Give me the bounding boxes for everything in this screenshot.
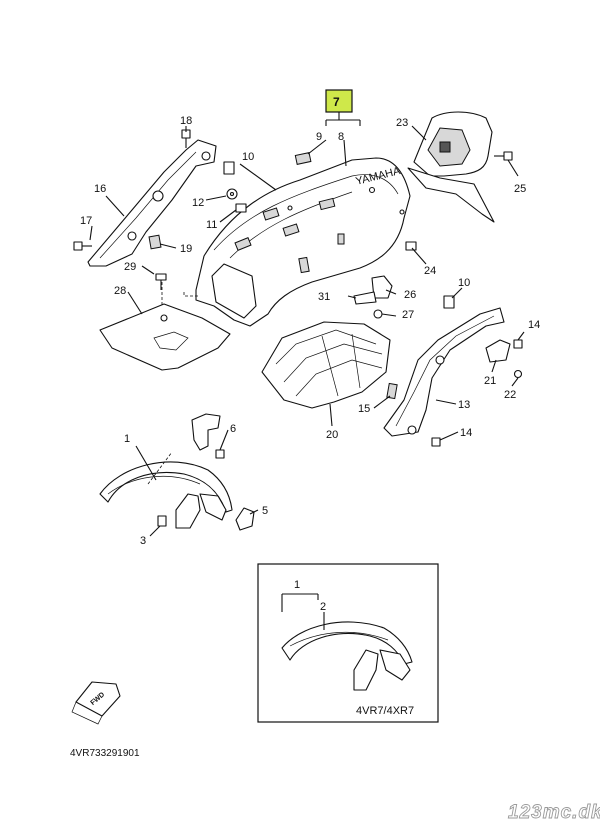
taillight-assembly [407, 111, 495, 223]
emblem-pad [294, 152, 312, 165]
callout-9: 9 [316, 131, 322, 143]
inset-callout-2: 2 [320, 601, 326, 613]
inset-model-label: 4VR7/4XR7 [356, 705, 414, 717]
callout-12: 12 [192, 197, 204, 209]
callout-3: 3 [140, 535, 146, 547]
callout-25: 24 [424, 265, 436, 277]
callout-1: 1 [124, 433, 130, 445]
callout-15: 14 [528, 319, 540, 331]
rear-fender-assembly: YAMAHA [195, 157, 411, 327]
callout-13: 13 [458, 399, 470, 411]
leader-lines [89, 125, 525, 537]
inset-alternative-fender: 1 2 4VR7/4XR7 [257, 563, 439, 723]
callout-label-7: 7 [333, 95, 340, 109]
callout-29: 28 [114, 285, 126, 297]
rear-fender-stay-right [383, 307, 505, 437]
callout-18: 17 [80, 215, 92, 227]
callout-7-highlight[interactable]: 7 [325, 89, 353, 113]
callout-10-right: 10 [458, 277, 470, 289]
bracket-5 [191, 413, 221, 451]
inset-callout-1: 1 [294, 579, 300, 591]
callout-23: 22 [504, 389, 516, 401]
callout-17: 16 [94, 183, 106, 195]
callout-28: 27 [402, 309, 414, 321]
callout-22: 21 [484, 375, 496, 387]
fender-opening [211, 263, 257, 319]
inner-rear-fender [261, 321, 391, 409]
callout-21: 20 [326, 429, 338, 441]
front-fender [99, 451, 233, 529]
inset-frame [257, 563, 439, 723]
callout-4: 5 [262, 505, 268, 517]
callout-20: 19 [180, 243, 192, 255]
part-code: 4VR733291901 [70, 748, 140, 759]
callout-30: 29 [124, 261, 136, 273]
callout-27: 26 [404, 289, 416, 301]
callout-6: 6 [230, 423, 236, 435]
callout-8: 8 [338, 131, 344, 143]
callout-14: 14 [460, 427, 472, 439]
rear-fender-stay-left [87, 139, 217, 267]
forward-direction-arrow: FWD [71, 681, 121, 725]
hardware [73, 129, 523, 527]
callout-24: 23 [396, 117, 408, 129]
callout-7-leader [325, 112, 361, 126]
callout-10-left: 10 [242, 151, 254, 163]
stay-4 [235, 507, 255, 531]
callout-19: 18 [180, 115, 192, 127]
callout-26: 25 [514, 183, 526, 195]
callout-31: 31 [318, 291, 330, 303]
watermark: 123mc.dk [508, 802, 600, 823]
callout-16: 15 [358, 403, 370, 415]
license-bracket [99, 282, 231, 371]
callout-numbers: 9 8 18 10 16 12 11 17 19 29 28 23 25 24 … [80, 115, 540, 547]
callout-11: 11 [206, 219, 217, 231]
